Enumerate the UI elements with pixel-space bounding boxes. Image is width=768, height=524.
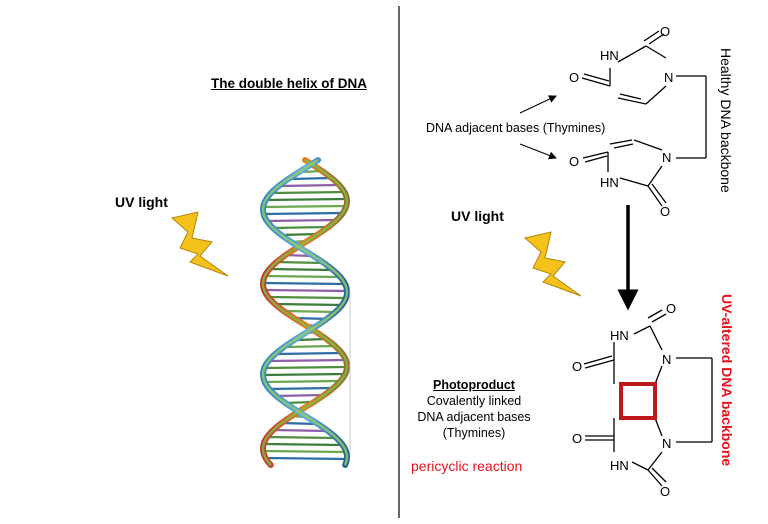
base-pair-rung [275,393,325,398]
atom-hn-3: HN [610,328,629,343]
atom-n-2: N [662,150,671,165]
base-pair-rung [262,281,345,286]
base-pair-rung [268,386,334,391]
adjacent-bases-label: DNA adjacent bases (Thymines) [426,121,606,135]
uv-light-label-left: UV light [115,194,168,210]
base-pair-rung [264,365,348,370]
base-pair-rung [276,351,342,356]
photoproduct-line-1: Covalently linked [426,394,522,408]
altered-backbone-label: UV-altered DNA backbone [719,294,735,467]
base-pair-rung [281,421,317,426]
base-pair-rung [273,428,327,433]
base-pair-rung [263,204,347,209]
photoproduct-caption: Photoproduct Covalently linked DNA adjac… [410,377,538,441]
base-pair-rung [283,309,337,314]
base-pair-rung [276,260,323,265]
atom-o-2: O [569,70,579,85]
base-pair-rung [285,344,336,349]
thymine-dimer [583,309,713,487]
base-pair-rung [268,295,347,300]
base-pair-rung [262,372,346,377]
base-pair-rung [269,267,332,272]
photoproduct-heading: Photoproduct [433,378,515,392]
base-pair-rung [271,225,329,230]
base-pair-rung [271,190,345,195]
base-pair-rung [266,197,347,202]
helix-title: The double helix of DNA [211,76,368,91]
atom-o-4: O [660,204,670,219]
base-pair-rung [279,183,340,188]
atom-o-5: O [666,301,676,316]
base-pair-rung [264,379,341,384]
thymine-bottom [582,139,667,207]
lightning-bolt-icon [523,231,582,297]
atom-hn-1: HN [600,48,619,63]
atom-n-3: N [662,352,671,367]
photoproduct-line-3: (Thymines) [442,426,506,440]
atom-n-1: N [664,70,673,85]
atom-o-8: O [660,484,670,499]
base-pair-rung [267,435,336,440]
atom-o-3: O [569,154,579,169]
base-pair-rung [263,449,346,454]
base-pair-rung [289,176,332,181]
uv-light-label-right: UV light [451,208,504,224]
atom-o-6: O [572,359,582,374]
atom-o-7: O [572,431,582,446]
healthy-backbone-label: Healthy DNA backbone [718,48,734,193]
base-pair-rung [295,337,327,342]
lightning-bolt-icon [170,211,229,277]
base-pair-rung [263,442,343,447]
base-pair-rung [264,288,347,293]
base-pair-rung [263,211,343,216]
dna-helix-icon [259,157,351,468]
photoproduct-line-2: DNA adjacent bases [417,410,531,424]
base-pair-rung [279,232,319,237]
cyclobutane-ring [619,382,657,420]
base-pair-rung [266,218,337,223]
arrow-to-bottom-base [519,143,557,160]
base-pair-rung [269,358,346,363]
base-pair-rung [265,456,348,461]
reaction-label: pericyclic reaction [411,458,523,474]
thymine-top [581,30,707,159]
arrow-to-top-base [519,95,557,114]
base-pair-rung [274,302,343,307]
atom-n-4: N [662,436,671,451]
atom-o-1: O [660,24,670,39]
atom-hn-2: HN [600,175,619,190]
base-pair-rung [264,274,340,279]
atom-hn-4: HN [610,458,629,473]
